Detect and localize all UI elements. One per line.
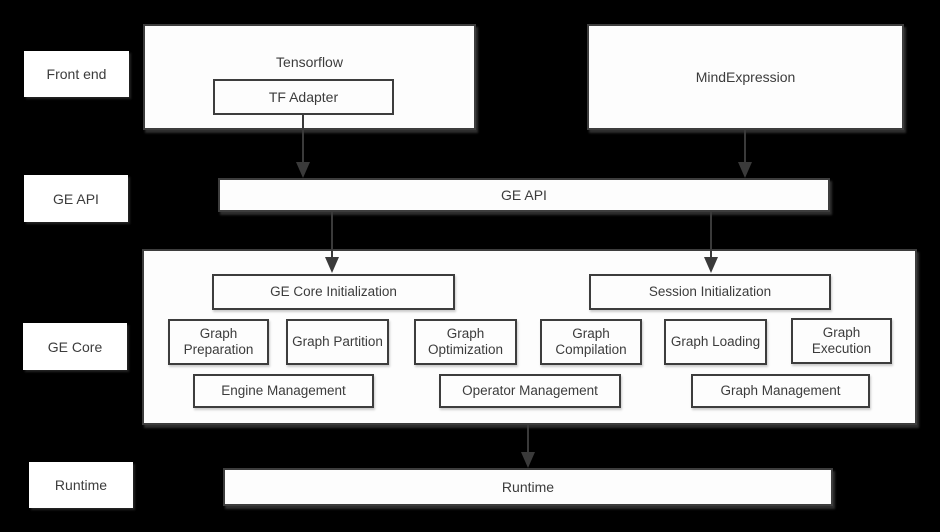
layer-label-runtime: Runtime	[29, 462, 133, 508]
arrow-ge-core-to-runtime-icon	[521, 425, 535, 468]
tf-adapter-box: TF Adapter	[213, 79, 394, 115]
ge-core-box: GE Core Initialization Session Initializ…	[142, 249, 917, 425]
mindexpression-box: MindExpression	[587, 24, 904, 130]
arrow-ge-api-to-session-init-icon	[704, 212, 718, 273]
runtime-bar: Runtime	[223, 468, 833, 506]
graph-execution-box: Graph Execution	[791, 318, 892, 364]
operator-management-box: Operator Management	[439, 374, 621, 408]
layer-label-ge-api: GE API	[24, 175, 128, 222]
session-initialization-box: Session Initialization	[589, 274, 831, 310]
layer-label-ge-core: GE Core	[23, 323, 127, 370]
layer-label-front-end: Front end	[24, 51, 129, 97]
graph-management-box: Graph Management	[691, 374, 870, 408]
arrow-mindexpression-to-ge-api-icon	[738, 130, 752, 178]
graph-preparation-box: Graph Preparation	[168, 319, 269, 365]
ge-api-bar: GE API	[218, 178, 830, 212]
graph-partition-box: Graph Partition	[286, 319, 389, 365]
engine-management-box: Engine Management	[193, 374, 374, 408]
tensorflow-title: Tensorflow	[276, 54, 343, 70]
arrow-ge-api-to-ge-core-init-icon	[325, 212, 339, 273]
arrow-tf-adapter-to-ge-api-icon	[296, 115, 310, 178]
ge-core-initialization-box: GE Core Initialization	[212, 274, 455, 310]
graph-loading-box: Graph Loading	[664, 319, 767, 365]
tensorflow-box: Tensorflow TF Adapter	[143, 24, 476, 130]
graph-compilation-box: Graph Compilation	[540, 319, 642, 365]
graph-optimization-box: Graph Optimization	[414, 319, 517, 365]
